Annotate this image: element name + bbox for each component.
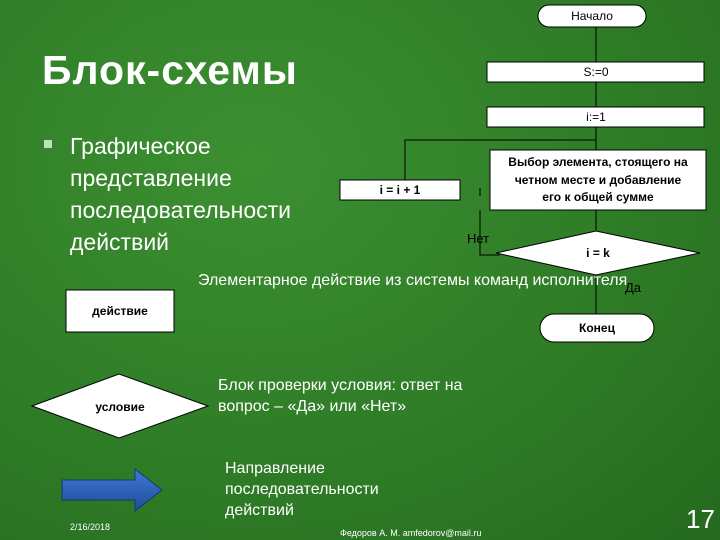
legend-action-block: действие bbox=[65, 289, 175, 333]
end-terminator: Конец bbox=[539, 313, 655, 343]
svg-text:действие: действие bbox=[92, 304, 148, 318]
svg-text:i = i + 1: i = i + 1 bbox=[380, 183, 421, 197]
legend-action-caption: Элементарное действие из системы команд … bbox=[198, 272, 628, 289]
legend-arrow-icon bbox=[61, 467, 163, 513]
s-init-block: S:=0 bbox=[486, 61, 705, 83]
i-init-block: i:=1 bbox=[486, 106, 705, 128]
bullet-text: Графическое представление последовательн… bbox=[70, 133, 291, 255]
svg-text:четном месте и добавление: четном месте и добавление bbox=[515, 173, 682, 187]
yes-label: Да bbox=[625, 280, 642, 295]
slide-number: 17 bbox=[686, 504, 715, 534]
process-block: Выбор элемента, стоящего на четном месте… bbox=[489, 149, 707, 211]
legend-condition-diamond: условие bbox=[30, 373, 210, 439]
s-init-label: S:=0 bbox=[583, 65, 608, 79]
start-terminator: Начало bbox=[537, 4, 647, 28]
svg-text:i = k: i = k bbox=[586, 246, 610, 260]
legend-arrow-caption: Направление последовательности действий bbox=[225, 460, 379, 519]
end-label: Конец bbox=[579, 321, 616, 335]
svg-text:условие: условие bbox=[95, 400, 145, 414]
footer-date: 2/16/2018 bbox=[70, 522, 111, 532]
legend-condition-caption: Блок проверки условия: ответ на вопрос –… bbox=[218, 377, 463, 415]
flow-connectors bbox=[404, 27, 597, 314]
no-label: Нет bbox=[467, 231, 489, 246]
svg-text:Выбор элемента, стоящего на: Выбор элемента, стоящего на bbox=[508, 155, 688, 169]
svg-text:его к общей сумме: его к общей сумме bbox=[542, 190, 654, 204]
footer-author: Федоров А. М. amfedorov@mail.ru bbox=[340, 528, 482, 538]
start-label: Начало bbox=[571, 9, 613, 23]
slide-title: Блок-схемы bbox=[42, 47, 298, 93]
i-init-label: i:=1 bbox=[586, 110, 606, 124]
increment-block: i = i + 1 bbox=[339, 179, 461, 201]
decision-block: i = k bbox=[495, 230, 701, 276]
bullet-square-icon bbox=[44, 140, 52, 148]
